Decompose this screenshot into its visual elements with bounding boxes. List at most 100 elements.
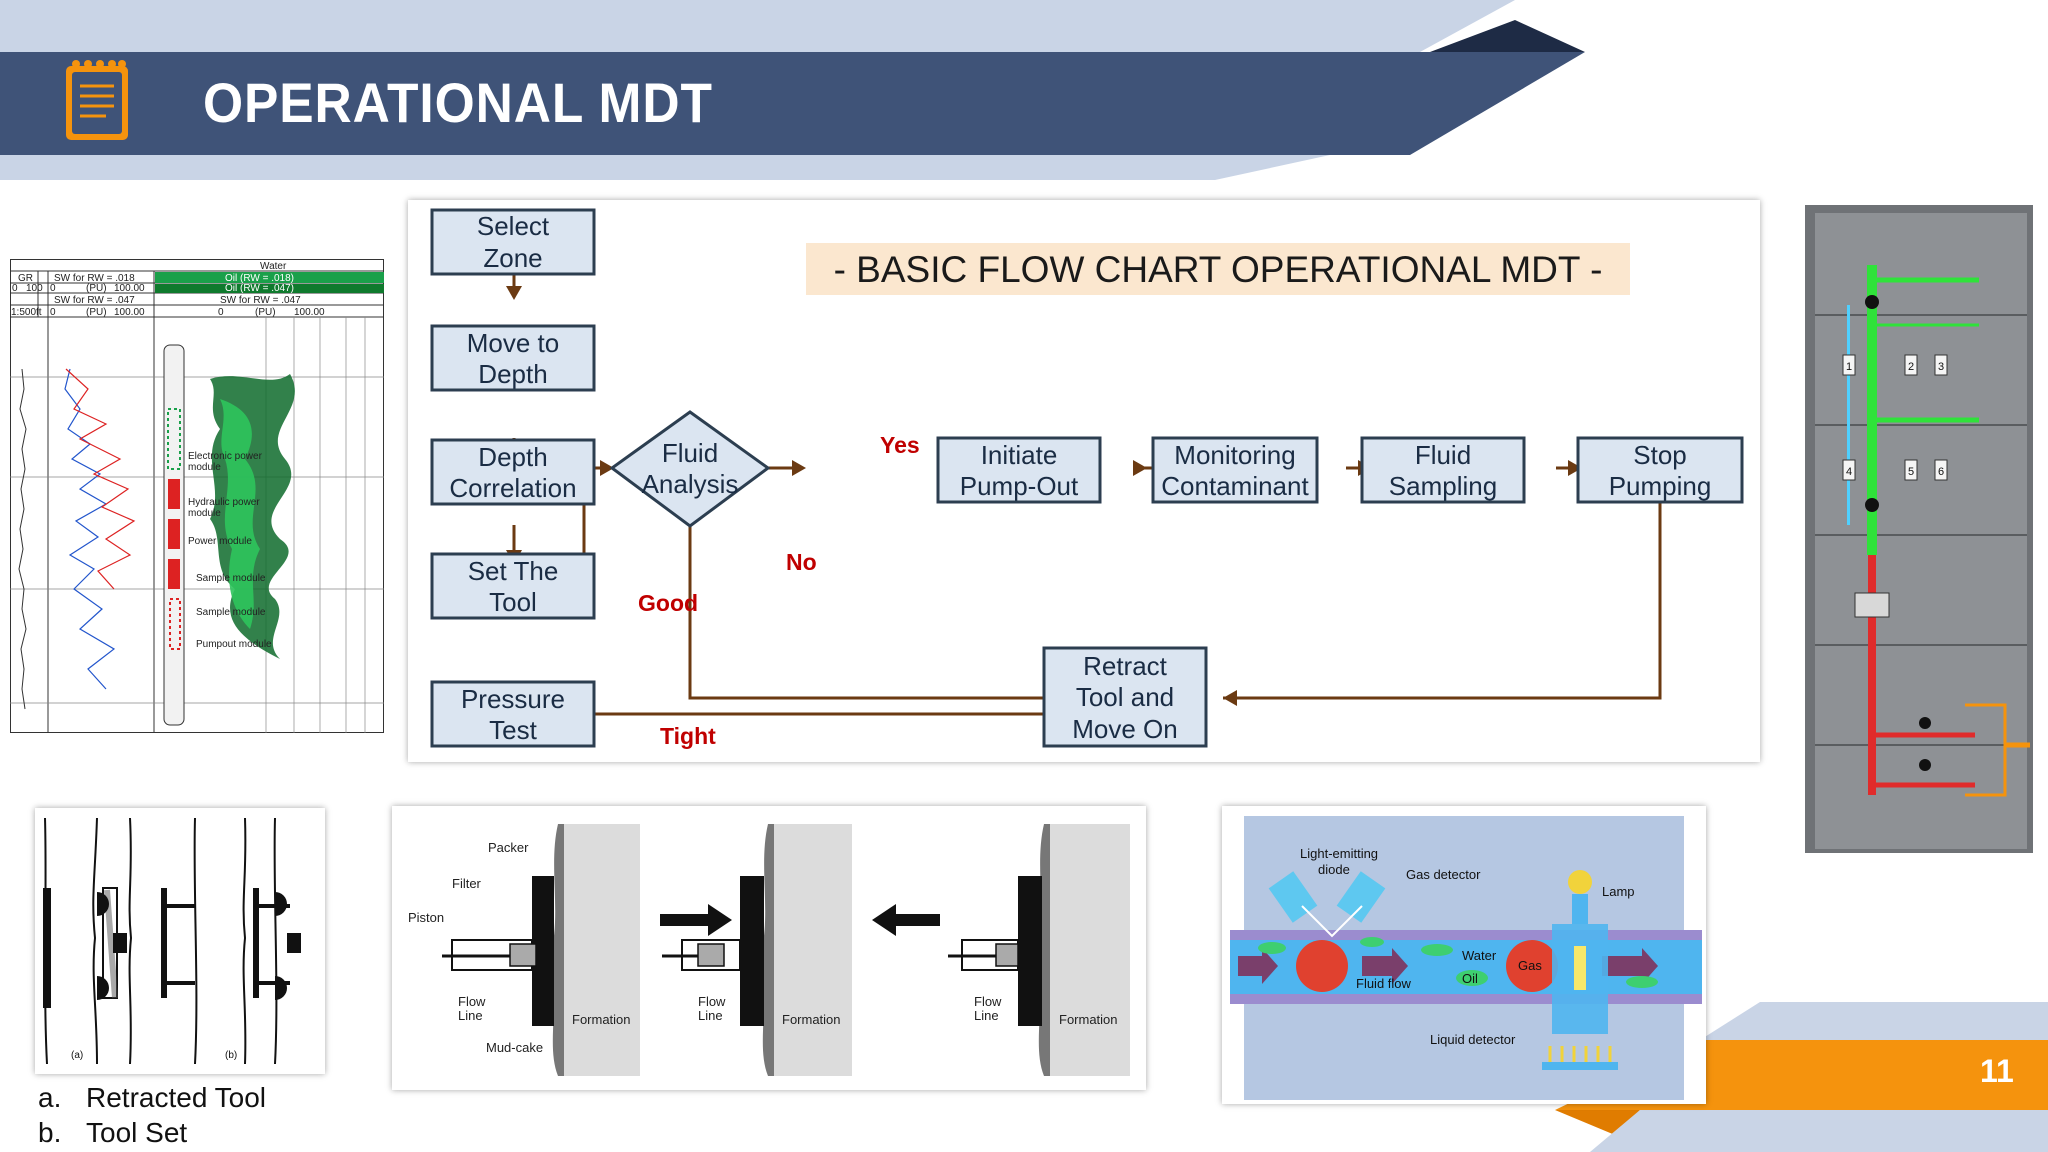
page-number: 11: [1980, 1053, 2014, 1089]
decision-fluid-analysis: Fluid Analysis: [609, 410, 771, 528]
step-retract-tool-line3: Move On: [1072, 714, 1178, 744]
step-initiate-pump-out-line2: Pump-Out: [960, 471, 1079, 501]
step-set-the-tool-line1: Set The: [468, 556, 559, 586]
red-flowline: [1868, 555, 1876, 795]
decision-fluid-analysis-line1: Fluid: [662, 438, 718, 468]
log-pu-right-unit: (PU): [255, 307, 276, 318]
caption-b-text: Tool Set: [86, 1117, 188, 1148]
analyzer-label-oil: Oil: [1462, 971, 1478, 986]
probe-label-mudcake: Mud-cake: [486, 1040, 543, 1055]
log-depth-scale: 1:500ft: [11, 307, 42, 318]
green-flowline: [1867, 265, 1877, 555]
log-gr-scale-100: 100: [26, 283, 43, 294]
sample-module-label-1: 1: [1846, 361, 1852, 373]
tool-sketch-label-b: (b): [225, 1050, 237, 1061]
probe-label-flow-line-2a: Flow: [698, 994, 726, 1009]
header-dark-accent: [1430, 20, 1585, 52]
sample-module-label-3: 3: [1938, 361, 1944, 373]
probe-label-filter: Filter: [452, 876, 482, 891]
analyzer-label-fluid-flow: Fluid flow: [1356, 976, 1412, 991]
sw-red-curve: [65, 368, 136, 590]
lamp: [1568, 870, 1592, 894]
log-pu-left-0: 0: [50, 283, 56, 294]
step-fluid-sampling-line2: Sampling: [1389, 471, 1497, 501]
step-retract-tool-line2: Tool and: [1076, 682, 1174, 712]
caption-a: a.Retracted Tool: [38, 1082, 266, 1114]
log-pu-left2-unit: (PU): [86, 307, 107, 318]
edge-label-yes: Yes: [880, 432, 920, 458]
decision-fluid-analysis-line2: Analysis: [642, 469, 739, 499]
step-initiate-pump-out-line1: Initiate: [981, 440, 1058, 470]
analyzer-label-led-1: Light-emitting: [1300, 846, 1378, 861]
log-pu-left-unit: (PU): [86, 283, 107, 294]
module-label-1: Electronic power: [188, 451, 263, 462]
header-navy-band: [0, 52, 1585, 155]
flowchart-banner: - BASIC FLOW CHART OPERATIONAL MDT -: [834, 249, 1603, 290]
water-droplet: [1296, 940, 1348, 992]
log-sw-047-label: SW for RW = .047: [54, 295, 135, 306]
gas-bubble: [1506, 940, 1558, 992]
footer-light-bottom: [1590, 1110, 2048, 1152]
analyzer-label-water: Water: [1462, 948, 1497, 963]
edge-label-tight: Tight: [660, 723, 716, 749]
fluid-analyzer-panel: Light-emitting diode Gas detector Lamp W…: [1222, 806, 1706, 1104]
retract-arrow: [872, 904, 940, 936]
module-label-7: Sample module: [196, 607, 266, 618]
caption-b: b. Tool Set: [38, 1117, 187, 1149]
module-label-5: Power module: [188, 536, 252, 547]
probe-diagram-panel: Packer Filter Piston Flow Line Flow Line…: [392, 806, 1146, 1090]
probe-label-flow-line-1a: Flow: [458, 994, 486, 1009]
log-pu-left2-100: 100.00: [114, 307, 145, 318]
step-fluid-sampling-line1: Fluid: [1415, 440, 1471, 470]
gr-curve: [18, 368, 27, 710]
log-pu-left-100: 100.00: [114, 283, 145, 294]
module-label-2: module: [188, 462, 221, 473]
analyzer-label-lamp: Lamp: [1602, 884, 1635, 899]
log-oil-018-label: Oil (RW = .018): [225, 273, 294, 284]
tool-sketch-label-a: (a): [71, 1050, 83, 1061]
probe-label-formation-3: Formation: [1059, 1012, 1118, 1027]
analyzer-label-led-2: diode: [1318, 862, 1350, 877]
step-depth-correlation-line2: Correlation: [449, 473, 576, 503]
step-depth-correlation: Depth Correlation: [430, 438, 596, 506]
sample-module-label-2: 2: [1908, 361, 1914, 373]
step-set-the-tool: Set The Tool: [430, 552, 596, 620]
log-gr-label: GR: [18, 273, 33, 284]
step-pressure-test: Pressure Test: [430, 680, 596, 748]
footer-light-triangle: [1700, 1002, 2048, 1040]
log-sw-047-right-label: SW for RW = .047: [220, 295, 301, 306]
page-title: OPERATIONAL MDT: [203, 71, 713, 134]
log-gr-scale-0: 0: [12, 283, 18, 294]
analyzer-label-gas: Gas: [1518, 958, 1542, 973]
hydrocarbon-fill-light: [220, 399, 260, 629]
tool-sketch-panel: (a) (b): [35, 808, 325, 1074]
step-monitoring-contaminant-line1: Monitoring: [1174, 440, 1295, 470]
edge-label-good: Good: [638, 590, 698, 616]
sample-module-photo: 1 2 3 4 5 6: [1805, 205, 2033, 853]
step-pressure-test-line2: Test: [489, 715, 537, 745]
log-oil-047-label: Oil (RW = .047): [225, 283, 294, 294]
well-log-panel: Water GR SW for RW = .018 Oil (RW = .018…: [10, 259, 384, 733]
step-move-to-depth-line2: Depth: [478, 359, 547, 389]
step-initiate-pump-out: Initiate Pump-Out: [936, 436, 1102, 504]
flowchart-banner-bg: [806, 243, 1630, 295]
step-select-zone: Select Zone: [430, 208, 596, 276]
analyzer-label-liquid-detector: Liquid detector: [1430, 1032, 1516, 1047]
probe-label-flow-line-2b: Line: [698, 1008, 723, 1023]
log-pu-right-0: 0: [218, 307, 224, 318]
step-set-the-tool-line2: Tool: [489, 587, 537, 617]
probe-label-formation-2: Formation: [782, 1012, 841, 1027]
step-depth-correlation-line1: Depth: [478, 442, 547, 472]
probe-label-flow-line-3b: Line: [974, 1008, 999, 1023]
edge-label-no: No: [786, 549, 817, 575]
caption-b-marker: b.: [38, 1117, 62, 1148]
log-sw-018-label: SW for RW = .018: [54, 273, 135, 284]
bottom-light-band: [0, 155, 1330, 180]
step-select-zone-line2: Zone: [483, 243, 542, 273]
sw-blue-curve: [64, 368, 116, 690]
step-retract-tool: Retract Tool and Move On: [1042, 646, 1208, 748]
step-stop-pumping: Stop Pumping: [1576, 436, 1744, 504]
module-label-8: Pumpout module: [196, 639, 272, 650]
probe-label-packer: Packer: [488, 840, 529, 855]
